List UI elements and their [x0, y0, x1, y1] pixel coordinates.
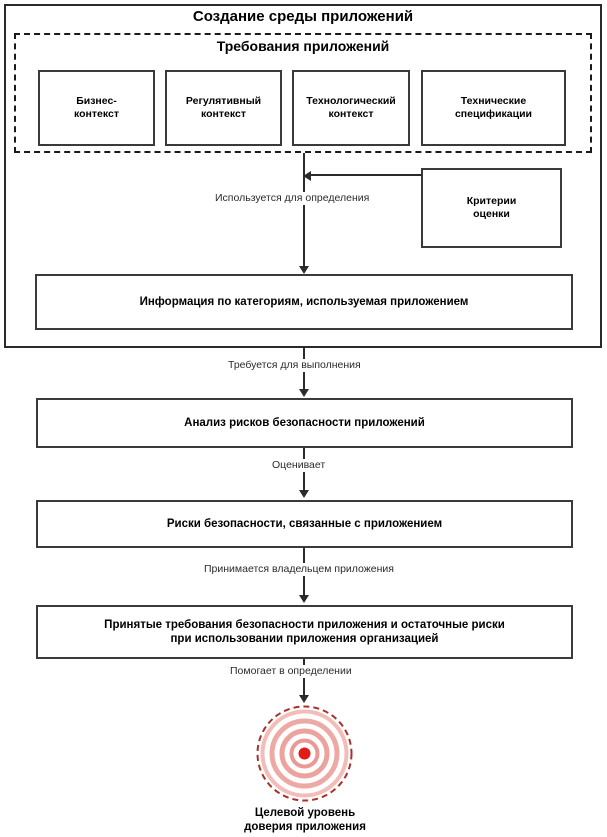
box-application-security-risks: Риски безопасности, связанные с приложен… — [36, 500, 573, 548]
application-requirements-container — [14, 33, 592, 153]
arrowhead-env-to-risk-analysis — [299, 389, 309, 397]
edge-label-accepted-by-owner: Принимается владельцем приложения — [198, 563, 400, 576]
box-accepted-security-requirements: Принятые требования безопасности приложе… — [36, 605, 573, 659]
edge-label-required-for-execution: Требуется для выполнения — [222, 359, 367, 372]
arrowhead-risks-to-accepted — [299, 595, 309, 603]
diagram-title: Создание среды приложений — [192, 8, 414, 25]
box-categorized-information-label: Информация по категориям, используемая п… — [139, 295, 469, 308]
target-assurance-bullseye — [255, 704, 354, 803]
box-categorized-information: Информация по категориям, используемая п… — [35, 274, 573, 330]
arrowhead-criteria-to-flow — [303, 171, 311, 181]
connector-requirements-to-info — [303, 153, 305, 270]
edge-label-used-for-definition: Используется для определения — [209, 192, 376, 205]
arrowhead-accepted-to-target — [299, 695, 309, 703]
arrowhead-requirements-to-info — [299, 266, 309, 274]
box-business-context-label: Бизнес-контекст — [74, 94, 119, 120]
box-application-security-risks-label: Риски безопасности, связанные с приложен… — [166, 517, 443, 530]
bullseye-icon — [256, 705, 353, 802]
box-application-security-risk-analysis: Анализ рисков безопасности приложений — [36, 398, 573, 448]
box-business-context: Бизнес-контекст — [38, 70, 155, 146]
arrowhead-analysis-to-risks — [299, 490, 309, 498]
requirements-group-title: Требования приложений — [216, 38, 390, 54]
edge-label-evaluates: Оценивает — [266, 459, 332, 472]
edge-label-helps-determine: Помогает в определении — [224, 665, 358, 678]
connector-criteria-to-flow — [310, 174, 422, 176]
box-application-security-risk-analysis-label: Анализ рисков безопасности приложений — [184, 416, 425, 429]
connector-accepted-to-target — [303, 659, 305, 699]
box-accepted-security-requirements-label: Принятые требования безопасности приложе… — [104, 618, 505, 645]
